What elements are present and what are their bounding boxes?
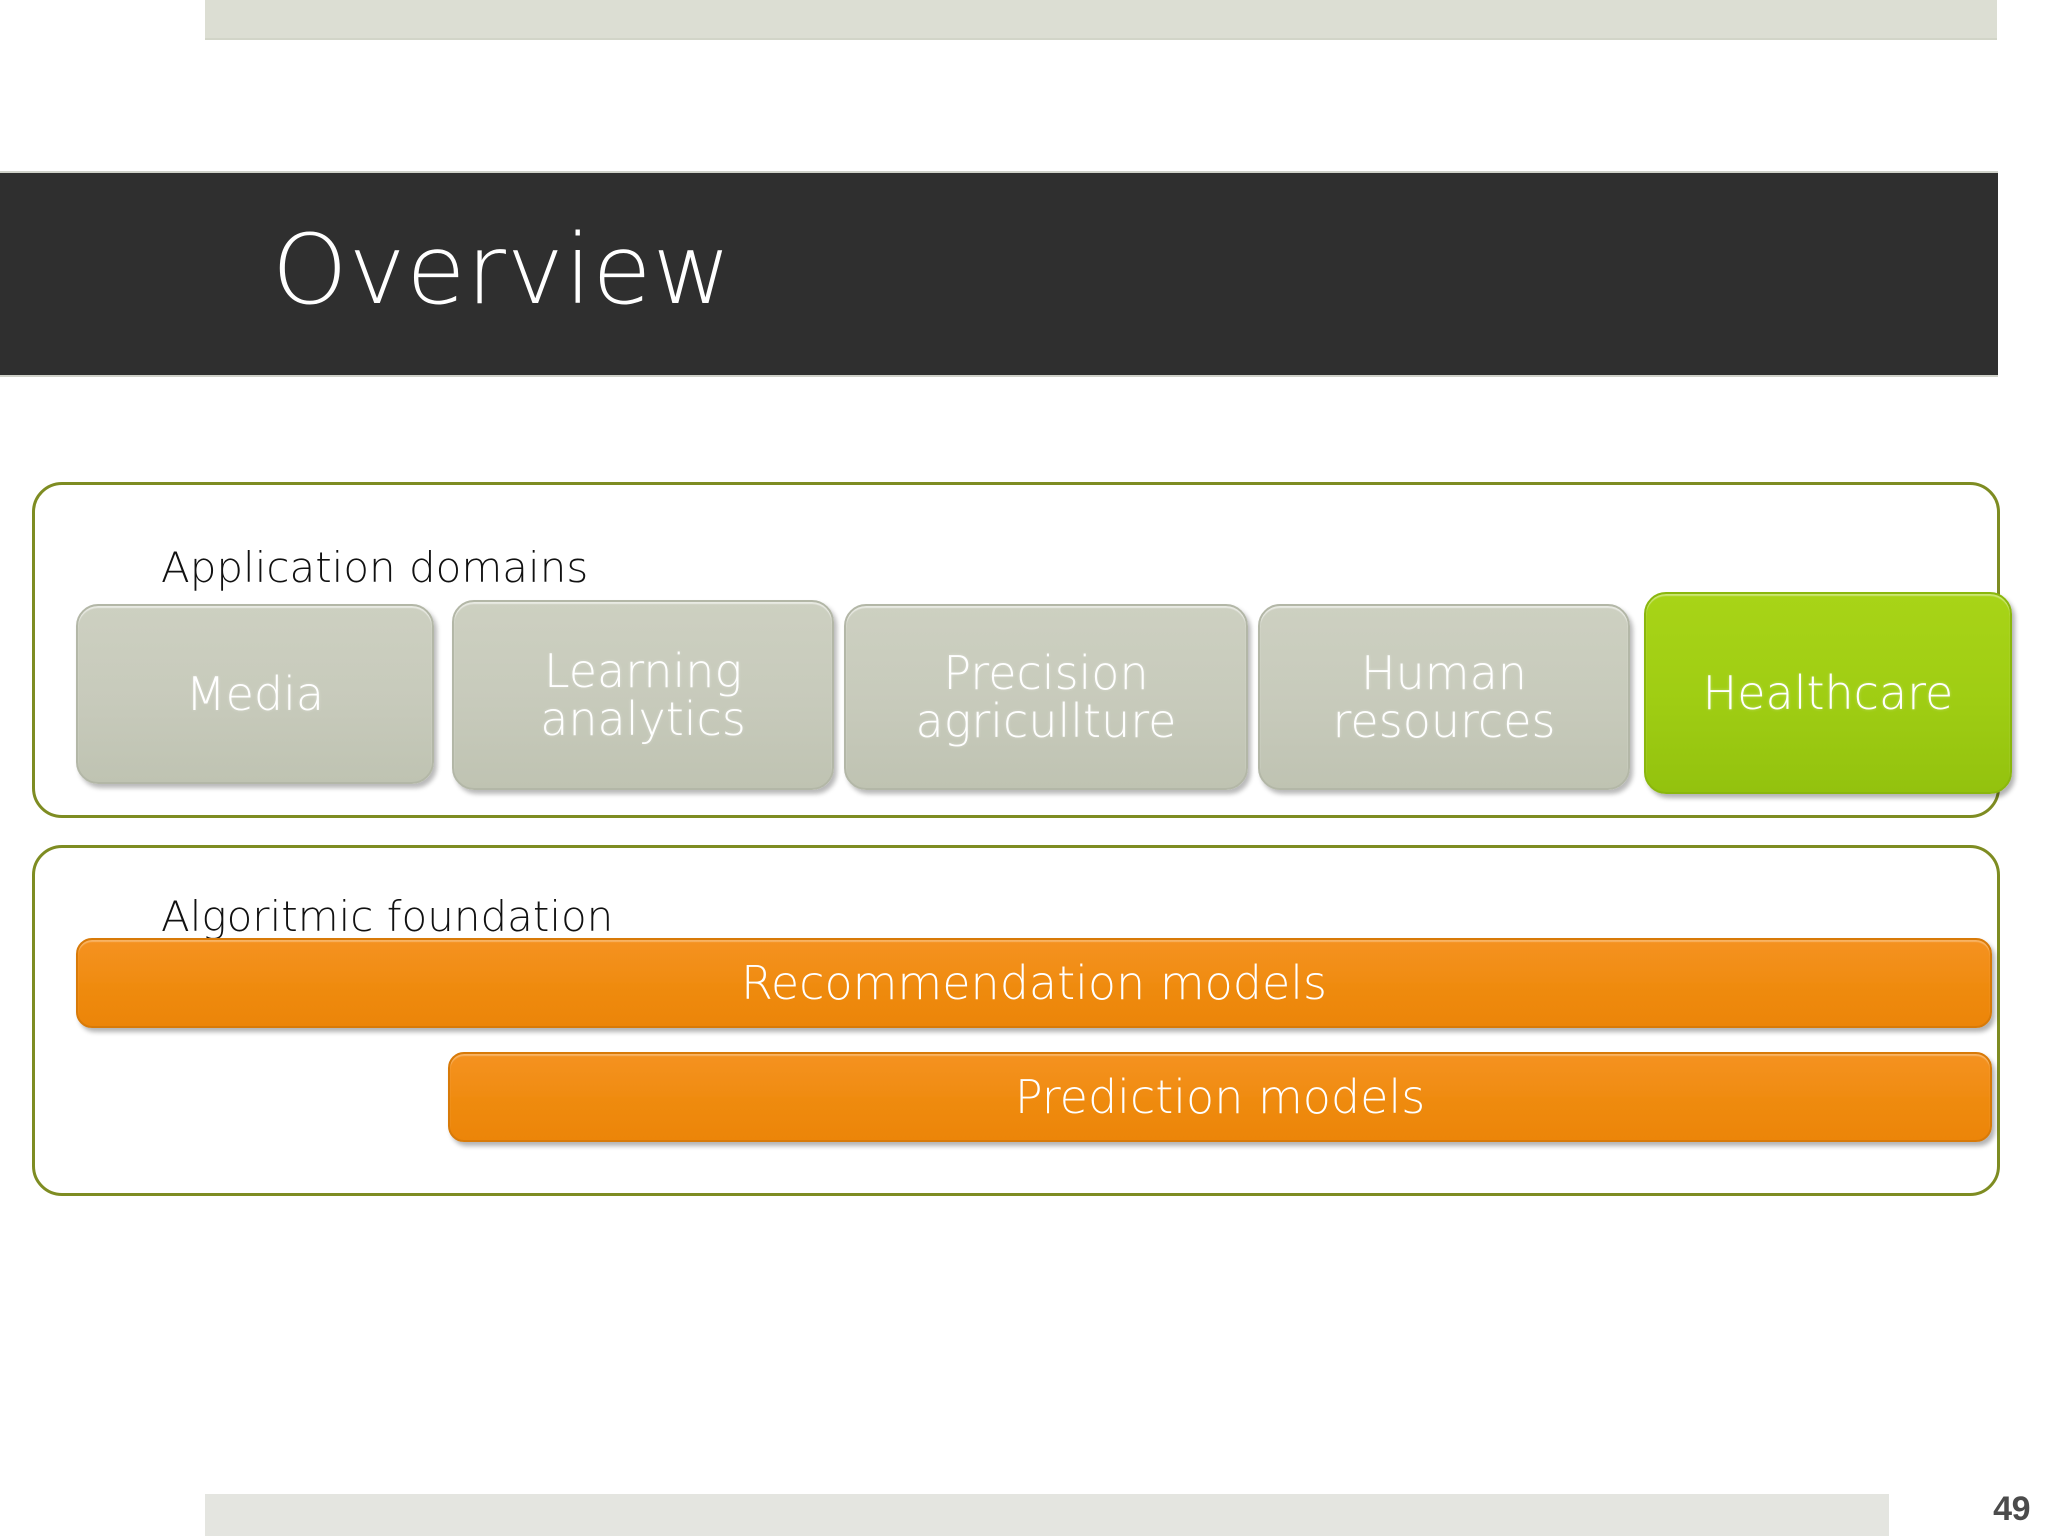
- page-title: Overview: [272, 214, 732, 326]
- domain-chip-human-resources[interactable]: Human resources: [1258, 604, 1630, 790]
- domain-chip-learning-analytics[interactable]: Learning analytics: [452, 600, 834, 790]
- domain-chip-healthcare[interactable]: Healthcare: [1644, 592, 2012, 794]
- top-decorative-band: [205, 0, 1997, 40]
- panel-label-algorithmic-foundation: Algoritmic foundation: [161, 892, 614, 941]
- bottom-decorative-band: [205, 1494, 1889, 1536]
- domain-chip-media[interactable]: Media: [76, 604, 434, 784]
- panel-label-application-domains: Application domains: [161, 543, 589, 592]
- title-band: [0, 171, 1998, 377]
- page-number: 49: [1993, 1490, 2030, 1528]
- domain-chip-precision-agriculture[interactable]: Precision agricullture: [844, 604, 1248, 790]
- foundation-bar-recommendation-models[interactable]: Recommendation models: [76, 938, 1992, 1028]
- foundation-bar-prediction-models[interactable]: Prediction models: [448, 1052, 1992, 1142]
